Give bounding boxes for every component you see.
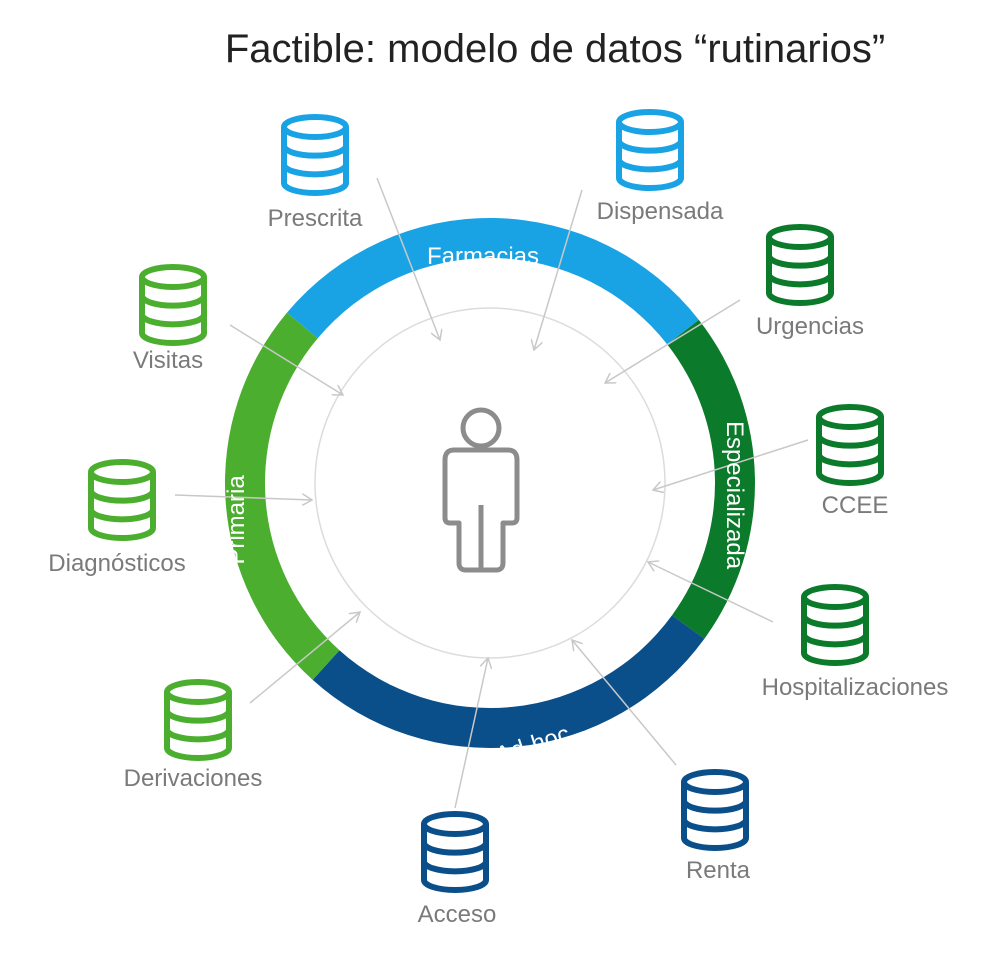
database-icon bbox=[616, 109, 684, 191]
segment-label-especializada: Especializada bbox=[721, 421, 748, 570]
connector-dispensada bbox=[534, 189, 583, 350]
database-icon bbox=[164, 679, 232, 761]
ring-segment-especializada bbox=[667, 319, 755, 639]
connectors bbox=[174, 177, 809, 809]
segment-label-farmacias: Farmacias bbox=[427, 243, 539, 270]
database-icon bbox=[681, 769, 749, 851]
source-label-urgencias: Urgencias bbox=[756, 313, 864, 340]
source-label-renta: Renta bbox=[686, 857, 751, 884]
connector-hospitalizaciones bbox=[648, 562, 774, 623]
inner-circle bbox=[314, 307, 666, 659]
source-label-hospitalizaciones: Hospitalizaciones bbox=[762, 674, 949, 701]
database-icon bbox=[801, 584, 869, 666]
source-label-diagnosticos: Diagnósticos bbox=[48, 550, 185, 577]
connector-acceso bbox=[454, 658, 488, 809]
connector-prescrita bbox=[376, 177, 440, 340]
database-icon bbox=[816, 404, 884, 486]
person-icon bbox=[442, 407, 520, 573]
connector-ccee bbox=[653, 439, 809, 490]
connector-visitas bbox=[229, 324, 343, 395]
page-title: Factible: modelo de datos “rutinarios” bbox=[225, 27, 885, 71]
database-icon bbox=[421, 811, 489, 893]
ring-segment-primaria bbox=[225, 312, 340, 680]
source-label-derivaciones: Derivaciones bbox=[124, 765, 263, 792]
database-icon bbox=[88, 459, 156, 541]
connector-derivaciones bbox=[249, 612, 360, 704]
ring-segment-adhoc bbox=[312, 615, 705, 748]
database-icon bbox=[766, 224, 834, 306]
source-label-visitas: Visitas bbox=[133, 347, 203, 374]
source-label-prescrita: Prescrita bbox=[268, 205, 363, 232]
connector-urgencias bbox=[605, 299, 741, 383]
source-label-dispensada: Dispensada bbox=[597, 198, 724, 225]
connector-renta bbox=[572, 640, 677, 766]
connector-diagnosticos bbox=[174, 495, 312, 500]
segment-label-primaria: Primaria bbox=[223, 475, 250, 565]
ring-segment-farmacias bbox=[286, 217, 699, 345]
source-label-acceso: Acceso bbox=[418, 901, 497, 928]
source-label-ccee: CCEE bbox=[822, 492, 889, 519]
database-icon bbox=[139, 264, 207, 346]
ring bbox=[225, 217, 755, 748]
database-icon bbox=[281, 114, 349, 196]
